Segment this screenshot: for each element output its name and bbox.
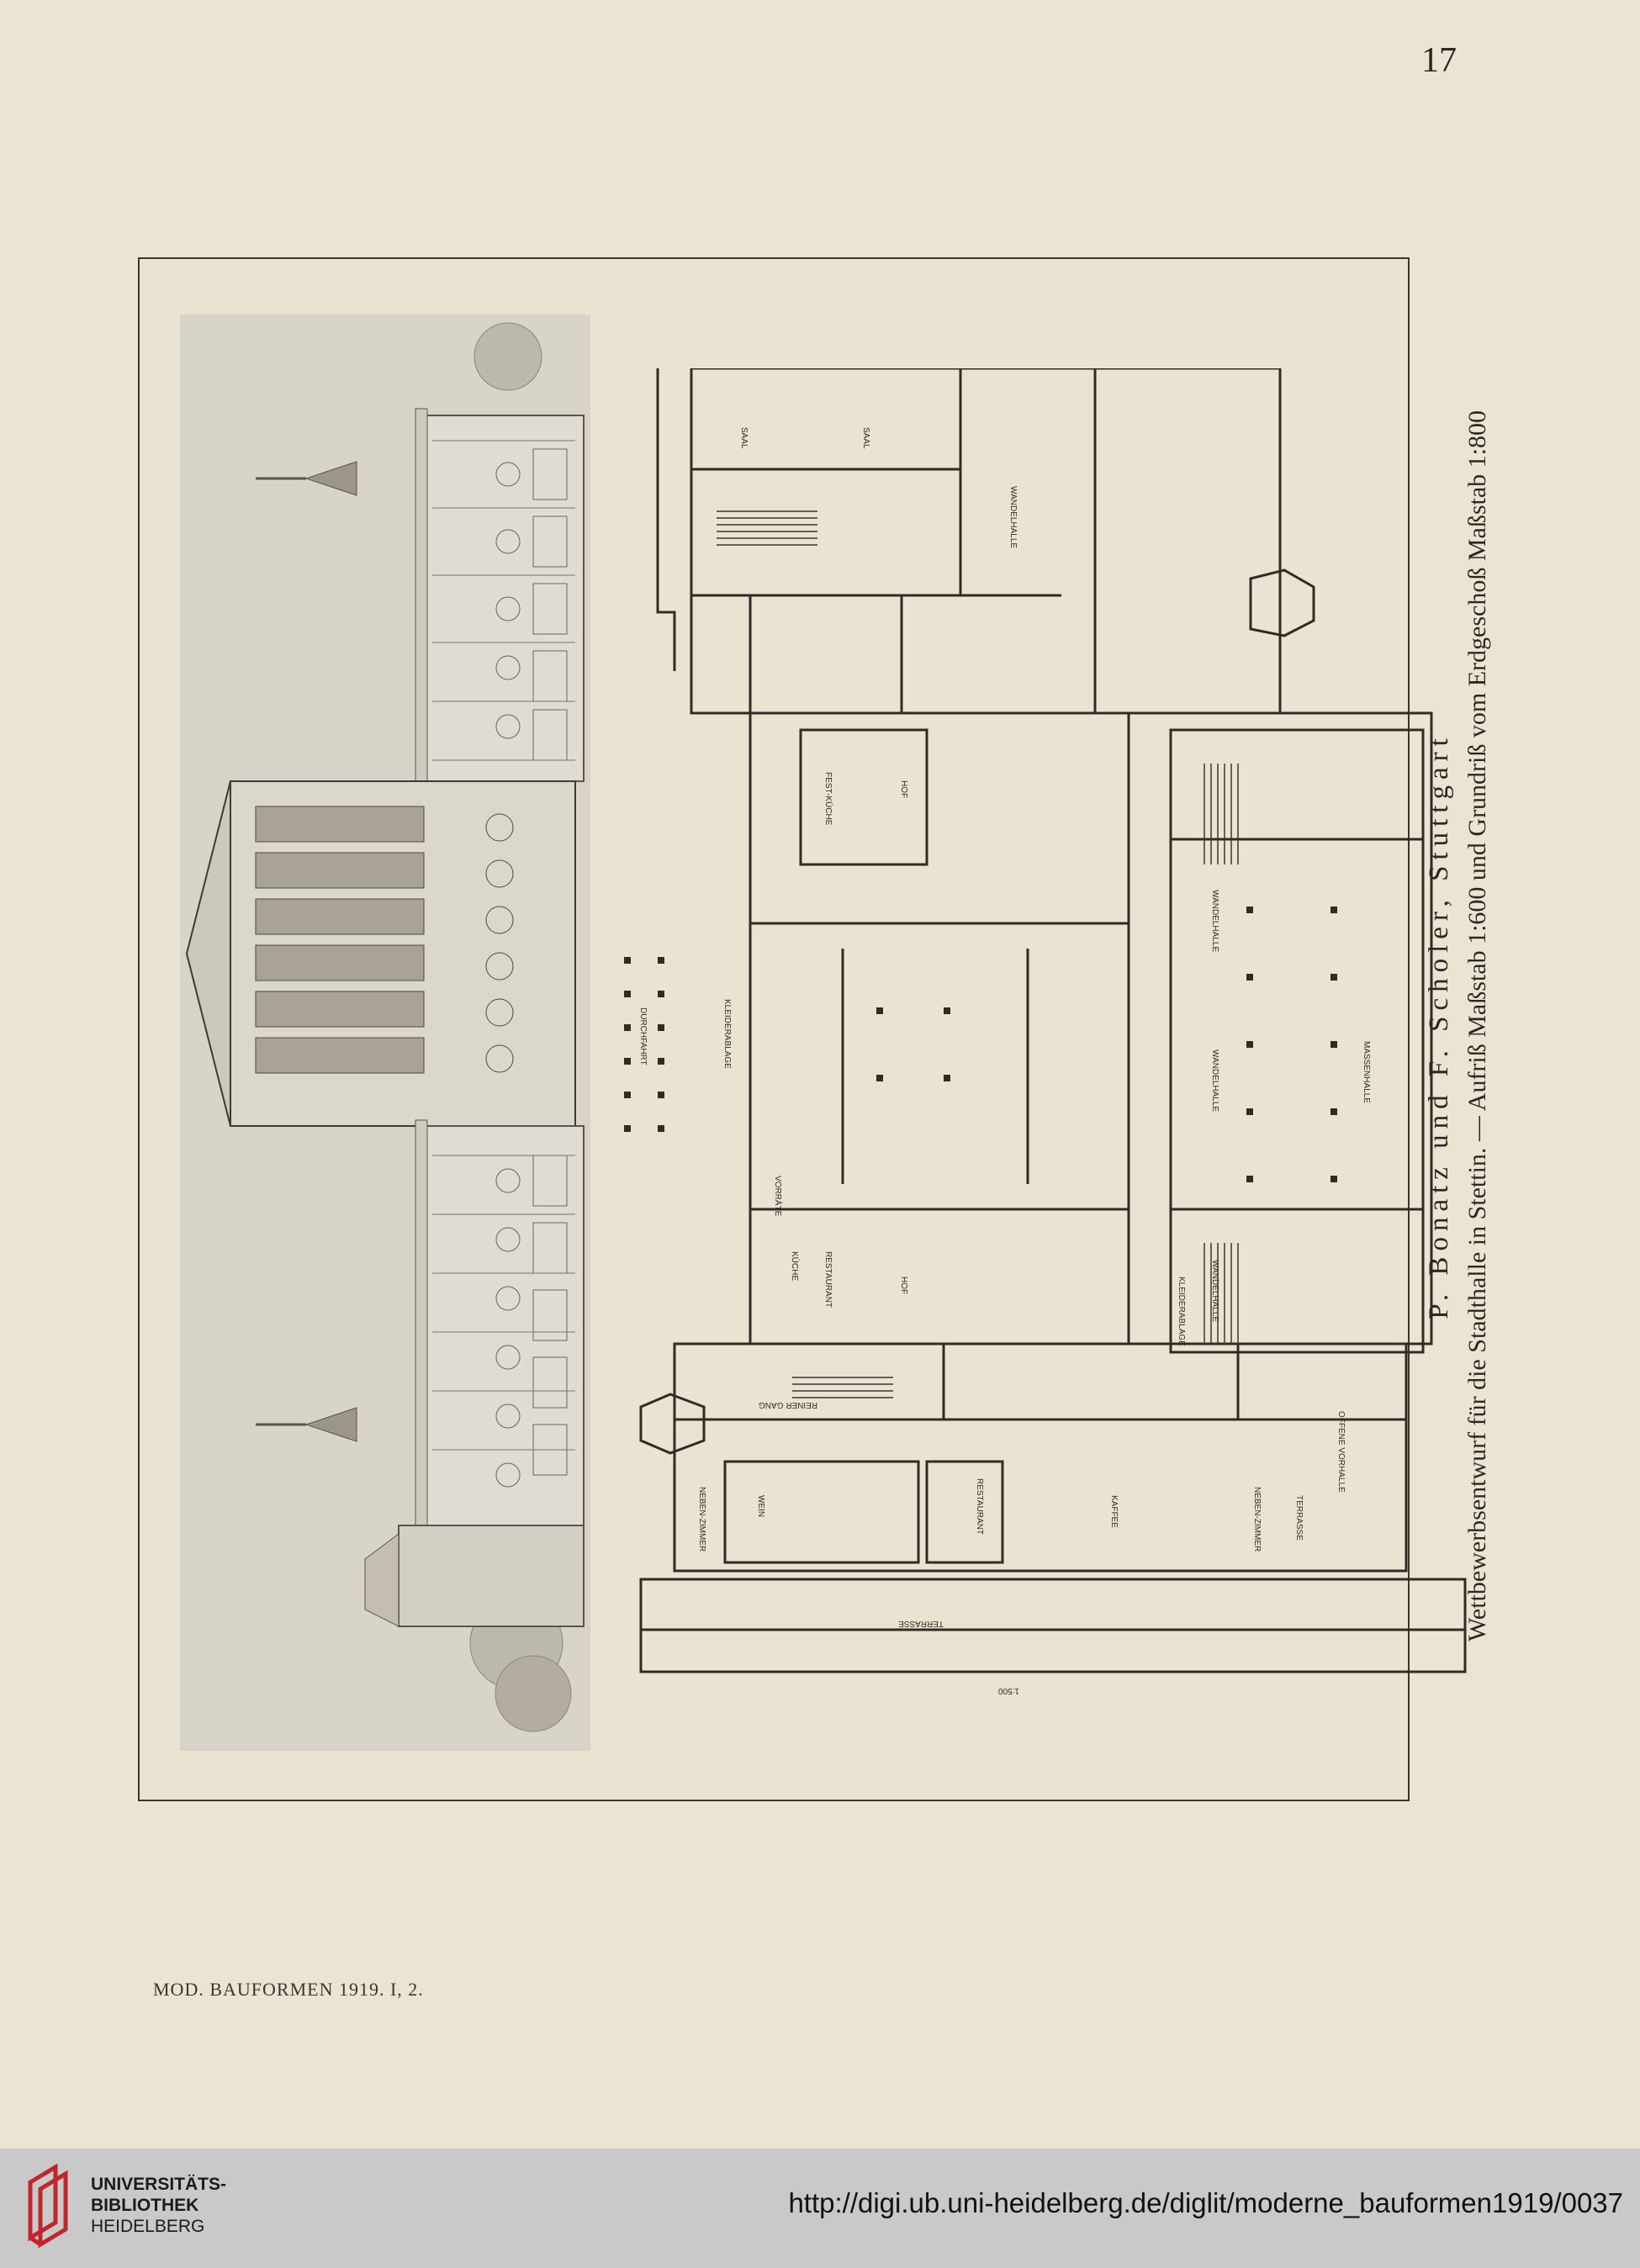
library-name-line1: UNIVERSITÄTS- [91, 2175, 227, 2194]
library-logo-icon [19, 2163, 79, 2249]
plan-label-restaurant-2: RESTAURANT [975, 1478, 984, 1535]
plan-label-wein: WEIN [756, 1495, 765, 1517]
plan-label-kleiderablage-1: KLEIDERABLAGE [722, 999, 732, 1069]
plan-label-terrasse-2: TERRASSE [1294, 1495, 1304, 1541]
plan-label-kueche: KÜCHE [790, 1251, 800, 1281]
plan-label-restaurant-1: RESTAURANT [823, 1251, 833, 1308]
elevation-svg [180, 315, 590, 1751]
plan-label-vorraete: VORRÄTE [773, 1176, 783, 1217]
plan-label-hof-2: HOF [899, 1277, 908, 1294]
plan-label-nebenzimmer-2: NEBEN-ZIMMER [1252, 1487, 1262, 1552]
ground-plan: SAAL SAAL WANDELHALLE WANDELHALLE WANDEL… [624, 367, 1516, 1697]
elevation-drawing [180, 315, 590, 1751]
library-logo-svg [28, 2163, 68, 2249]
plate-caption: P. Bonatz und F. Scholer, Stuttgart Wett… [1420, 395, 1512, 1657]
plan-label-durchfahrt: DURCHFAHRT [638, 1007, 648, 1065]
permalink-url[interactable]: http://digi.ub.uni-heidelberg.de/diglit/… [788, 2187, 1623, 2218]
caption-title: P. Bonatz und F. Scholer, Stuttgart [1424, 732, 1454, 1319]
library-footer-bar: UNIVERSITÄTS- BIBLIOTHEK HEIDELBERG http… [0, 2149, 1640, 2268]
plan-label-nebenzimmer-1: NEBEN-ZIMMER [697, 1487, 706, 1552]
plan-label-wandelhalle-3: WANDELHALLE [1210, 1049, 1219, 1112]
plan-label-wandelhalle-1: WANDELHALLE [1008, 486, 1018, 548]
library-name-line2: BIBLIOTHEK [91, 2196, 199, 2215]
caption-rotated: P. Bonatz und F. Scholer, Stuttgart Wett… [1420, 395, 1512, 1657]
plan-scale-note: 1:500 [998, 1686, 1019, 1695]
ground-plan-svg: SAAL SAAL WANDELHALLE WANDELHALLE WANDEL… [624, 367, 1467, 1695]
scanned-page: 17 [0, 0, 1640, 2149]
plan-label-saal-2: SAAL [861, 427, 870, 449]
plan-label-reiner-gang: REINER GANG [759, 1400, 817, 1409]
library-name: UNIVERSITÄTS- BIBLIOTHEK HEIDELBERG [91, 2174, 276, 2244]
plan-label-wandelhalle-2: WANDELHALLE [1210, 890, 1219, 952]
plan-label-massenhalle: MASSENHALLE [1362, 1041, 1371, 1103]
library-name-line3: HEIDELBERG [91, 2217, 205, 2236]
plate-frame: SAAL SAAL WANDELHALLE WANDELHALLE WANDEL… [138, 257, 1467, 1801]
plan-label-kleiderablage-2: KLEIDERABLAGE [1177, 1277, 1186, 1346]
caption-subtitle: Wettbewerbsentwurf für die Stadthalle in… [1463, 410, 1491, 1642]
journal-reference: MOD. BAUFORMEN 1919. I, 2. [153, 1979, 424, 2000]
plan-label-saal-1: SAAL [739, 427, 749, 449]
page-number: 17 [1421, 41, 1457, 80]
plan-label-festkueche: FEST-KÜCHE [823, 772, 833, 826]
plan-label-offene-vorhalle: OFFENE VORHALLE [1336, 1411, 1346, 1493]
plan-label-hof-1: HOF [899, 780, 908, 798]
plan-label-wandelhalle-4: WANDELHALLE [1210, 1260, 1219, 1322]
plan-label-kaffee: KAFFEE [1109, 1495, 1119, 1528]
plan-label-terrasse-1: TERRASSE [898, 1619, 944, 1628]
